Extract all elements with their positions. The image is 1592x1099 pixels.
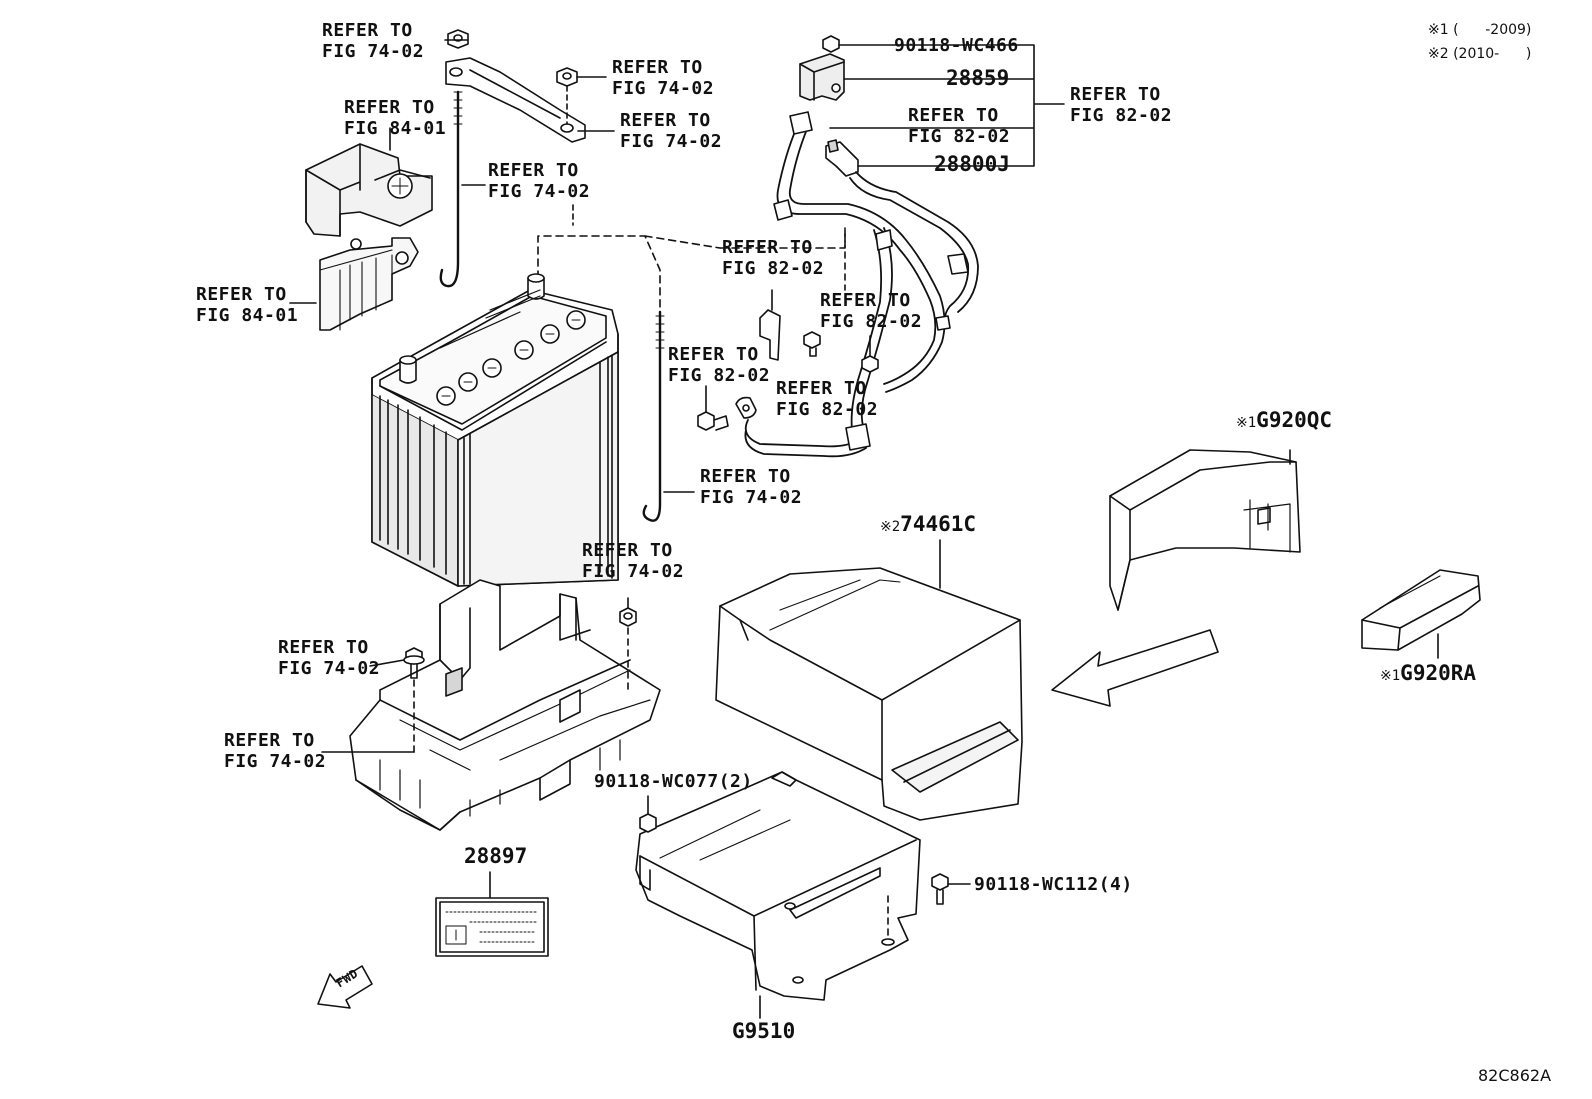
refer-fig-74-02-label[interactable]: REFER TO FIG 74-02	[224, 730, 327, 772]
part-number-90118-wc077[interactable]: 90118-WC077(2)	[594, 771, 753, 792]
refer-fig-82-02-label[interactable]: REFER TO FIG 82-02	[722, 237, 825, 279]
refer-fig-74-02-label[interactable]: REFER TO FIG 74-02	[620, 110, 723, 152]
j-bolt-right	[642, 310, 665, 522]
cable-bracket	[759, 289, 781, 361]
refer-fig-74-02-label[interactable]: REFER TO FIG 74-02	[322, 20, 425, 62]
refer-fig-82-02-label[interactable]: REFER TO FIG 82-02	[908, 105, 1011, 147]
refer-fig-74-02-label[interactable]: REFER TO FIG 74-02	[700, 466, 803, 508]
cover-74461c	[715, 567, 1023, 821]
part-number-g920qc[interactable]: ※1G920QC	[1236, 410, 1332, 434]
sensor-28859	[799, 53, 845, 101]
note-1: ※1 ( -2009)	[1428, 22, 1532, 38]
cover-g920qc	[1109, 449, 1301, 611]
part-number-text: G920RA	[1400, 661, 1477, 685]
note-2: ※2 (2010- )	[1428, 46, 1532, 62]
part-number-90118-wc112[interactable]: 90118-WC112(4)	[974, 874, 1133, 895]
part-number-g9510[interactable]: G9510	[732, 1019, 796, 1043]
refer-fig-84-01-label[interactable]: REFER TO FIG 84-01	[196, 284, 299, 326]
refer-fig-74-02-label[interactable]: REFER TO FIG 74-02	[582, 540, 685, 582]
nut-icon	[619, 607, 637, 627]
caution-label	[435, 871, 549, 957]
terminal-cover	[305, 143, 433, 237]
bolt-icon	[931, 873, 949, 905]
part-number-text: G920QC	[1256, 408, 1333, 432]
part-number-g920ra[interactable]: ※1G920RA	[1380, 663, 1476, 687]
bolt-icon	[803, 331, 821, 357]
battery	[371, 273, 619, 587]
battery-cable	[744, 119, 979, 458]
refer-fig-82-02-label[interactable]: REFER TO FIG 82-02	[668, 344, 771, 386]
terminal-28800j	[825, 139, 859, 177]
refer-fig-82-02-label[interactable]: REFER TO FIG 82-02	[1070, 84, 1173, 126]
note-marker: ※2	[880, 519, 901, 535]
nut-icon	[639, 813, 657, 833]
refer-fig-82-02-label[interactable]: REFER TO FIG 82-02	[776, 378, 879, 420]
part-number-28859[interactable]: 28859	[946, 66, 1010, 90]
nut-icon	[822, 35, 840, 53]
fwd-arrow-icon	[317, 965, 373, 1009]
part-number-90118-wc466[interactable]: 90118-WC466	[894, 35, 1019, 56]
direction-arrow-icon	[1051, 629, 1219, 707]
refer-fig-74-02-label[interactable]: REFER TO FIG 74-02	[612, 57, 715, 99]
bolt-icon	[697, 411, 729, 431]
fusible-link-holder	[319, 237, 419, 331]
refer-fig-82-02-label[interactable]: REFER TO FIG 82-02	[820, 290, 923, 332]
note-marker: ※1	[1236, 415, 1257, 431]
nut-icon	[556, 67, 578, 87]
part-number-28897[interactable]: 28897	[464, 844, 528, 868]
refer-fig-74-02-label[interactable]: REFER TO FIG 74-02	[278, 637, 381, 679]
cable-clip	[773, 111, 969, 451]
part-number-74461c[interactable]: ※274461C	[880, 514, 976, 538]
battery-tray	[349, 579, 661, 831]
ring-terminal	[735, 396, 757, 419]
pad-g920ra	[1361, 569, 1481, 651]
j-bolt-left	[439, 90, 463, 288]
refer-fig-74-02-label[interactable]: REFER TO FIG 74-02	[488, 160, 591, 202]
diagram-id: 82C862A	[1478, 1066, 1552, 1085]
note-marker: ※1	[1380, 668, 1401, 684]
nut-icon	[447, 29, 469, 49]
nut-icon	[861, 355, 879, 373]
part-number-text: 74461C	[900, 512, 977, 536]
part-number-28800j[interactable]: 28800J	[934, 152, 1010, 176]
refer-fig-84-01-label[interactable]: REFER TO FIG 84-01	[344, 97, 447, 139]
bracket-g9510	[635, 771, 921, 1001]
